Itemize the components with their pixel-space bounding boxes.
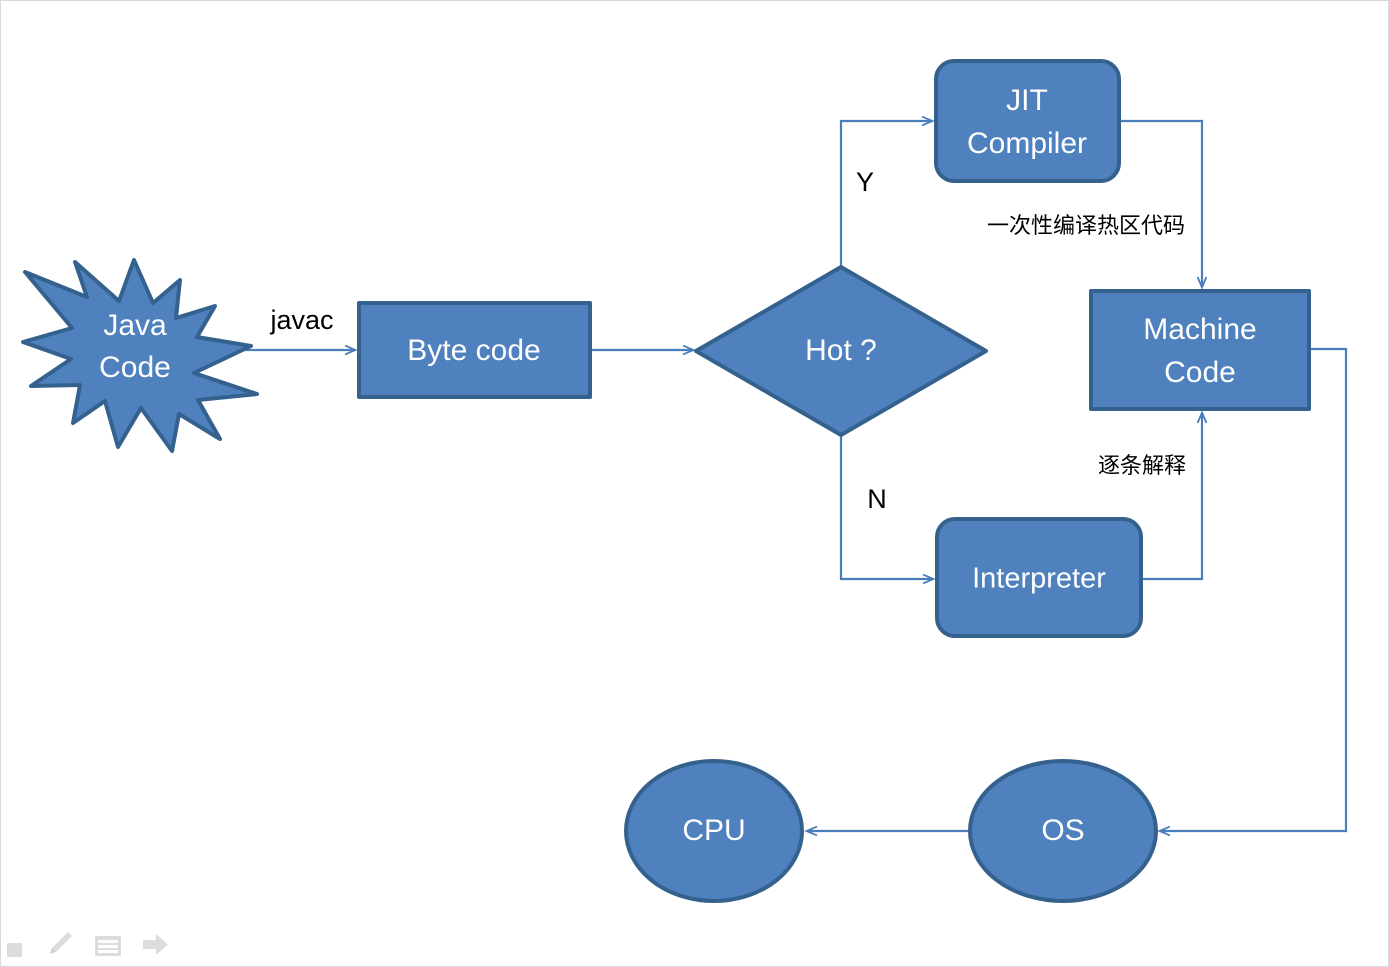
machine-code-label-line2: Code xyxy=(1164,356,1236,389)
edge-label-no: N xyxy=(867,484,887,514)
node-machine-code[interactable]: Machine Code xyxy=(1089,289,1311,411)
edge-hot-yes xyxy=(839,121,932,267)
node-cpu[interactable]: CPU xyxy=(624,759,804,903)
os-label: OS xyxy=(1041,814,1084,847)
edge-label-interpret-line-by-line: 逐条解释 xyxy=(1098,454,1186,479)
hot-decision-label: Hot ? xyxy=(805,334,877,367)
jit-compiler-label-line1: JIT xyxy=(1006,84,1048,117)
machine-code-label-line1: Machine xyxy=(1143,313,1256,346)
edge-label-compile-hot-code: 一次性编译热区代码 xyxy=(987,214,1185,239)
node-hot-decision[interactable]: Hot ? xyxy=(694,265,988,437)
edge-label-javac: javac xyxy=(269,305,333,335)
lines-icon[interactable] xyxy=(93,933,123,964)
byte-code-label: Byte code xyxy=(407,334,540,367)
edge-label-yes: Y xyxy=(856,167,874,197)
arrow-icon[interactable] xyxy=(141,931,171,964)
interpreter-label: Interpreter xyxy=(972,563,1106,595)
java-code-label-line1: Java xyxy=(103,309,167,342)
java-code-label-line2: Code xyxy=(99,351,171,384)
node-java-code[interactable]: Java Code xyxy=(21,258,259,453)
node-os[interactable]: OS xyxy=(968,759,1158,903)
cpu-label: CPU xyxy=(682,814,745,847)
edge-interpreter-to-machine xyxy=(1141,413,1202,581)
pencil-icon[interactable] xyxy=(45,929,75,964)
bottom-toolbar xyxy=(5,930,171,964)
edge-machine-to-os xyxy=(1160,347,1348,831)
edge-jit-to-machine xyxy=(1119,119,1202,287)
node-byte-code[interactable]: Byte code xyxy=(357,301,592,399)
jit-compiler-label-line2: Compiler xyxy=(967,127,1087,160)
square-icon[interactable] xyxy=(5,937,27,964)
node-interpreter[interactable]: Interpreter xyxy=(935,517,1143,638)
edge-hot-no xyxy=(839,435,933,579)
node-jit-compiler[interactable]: JIT Compiler xyxy=(934,59,1121,183)
